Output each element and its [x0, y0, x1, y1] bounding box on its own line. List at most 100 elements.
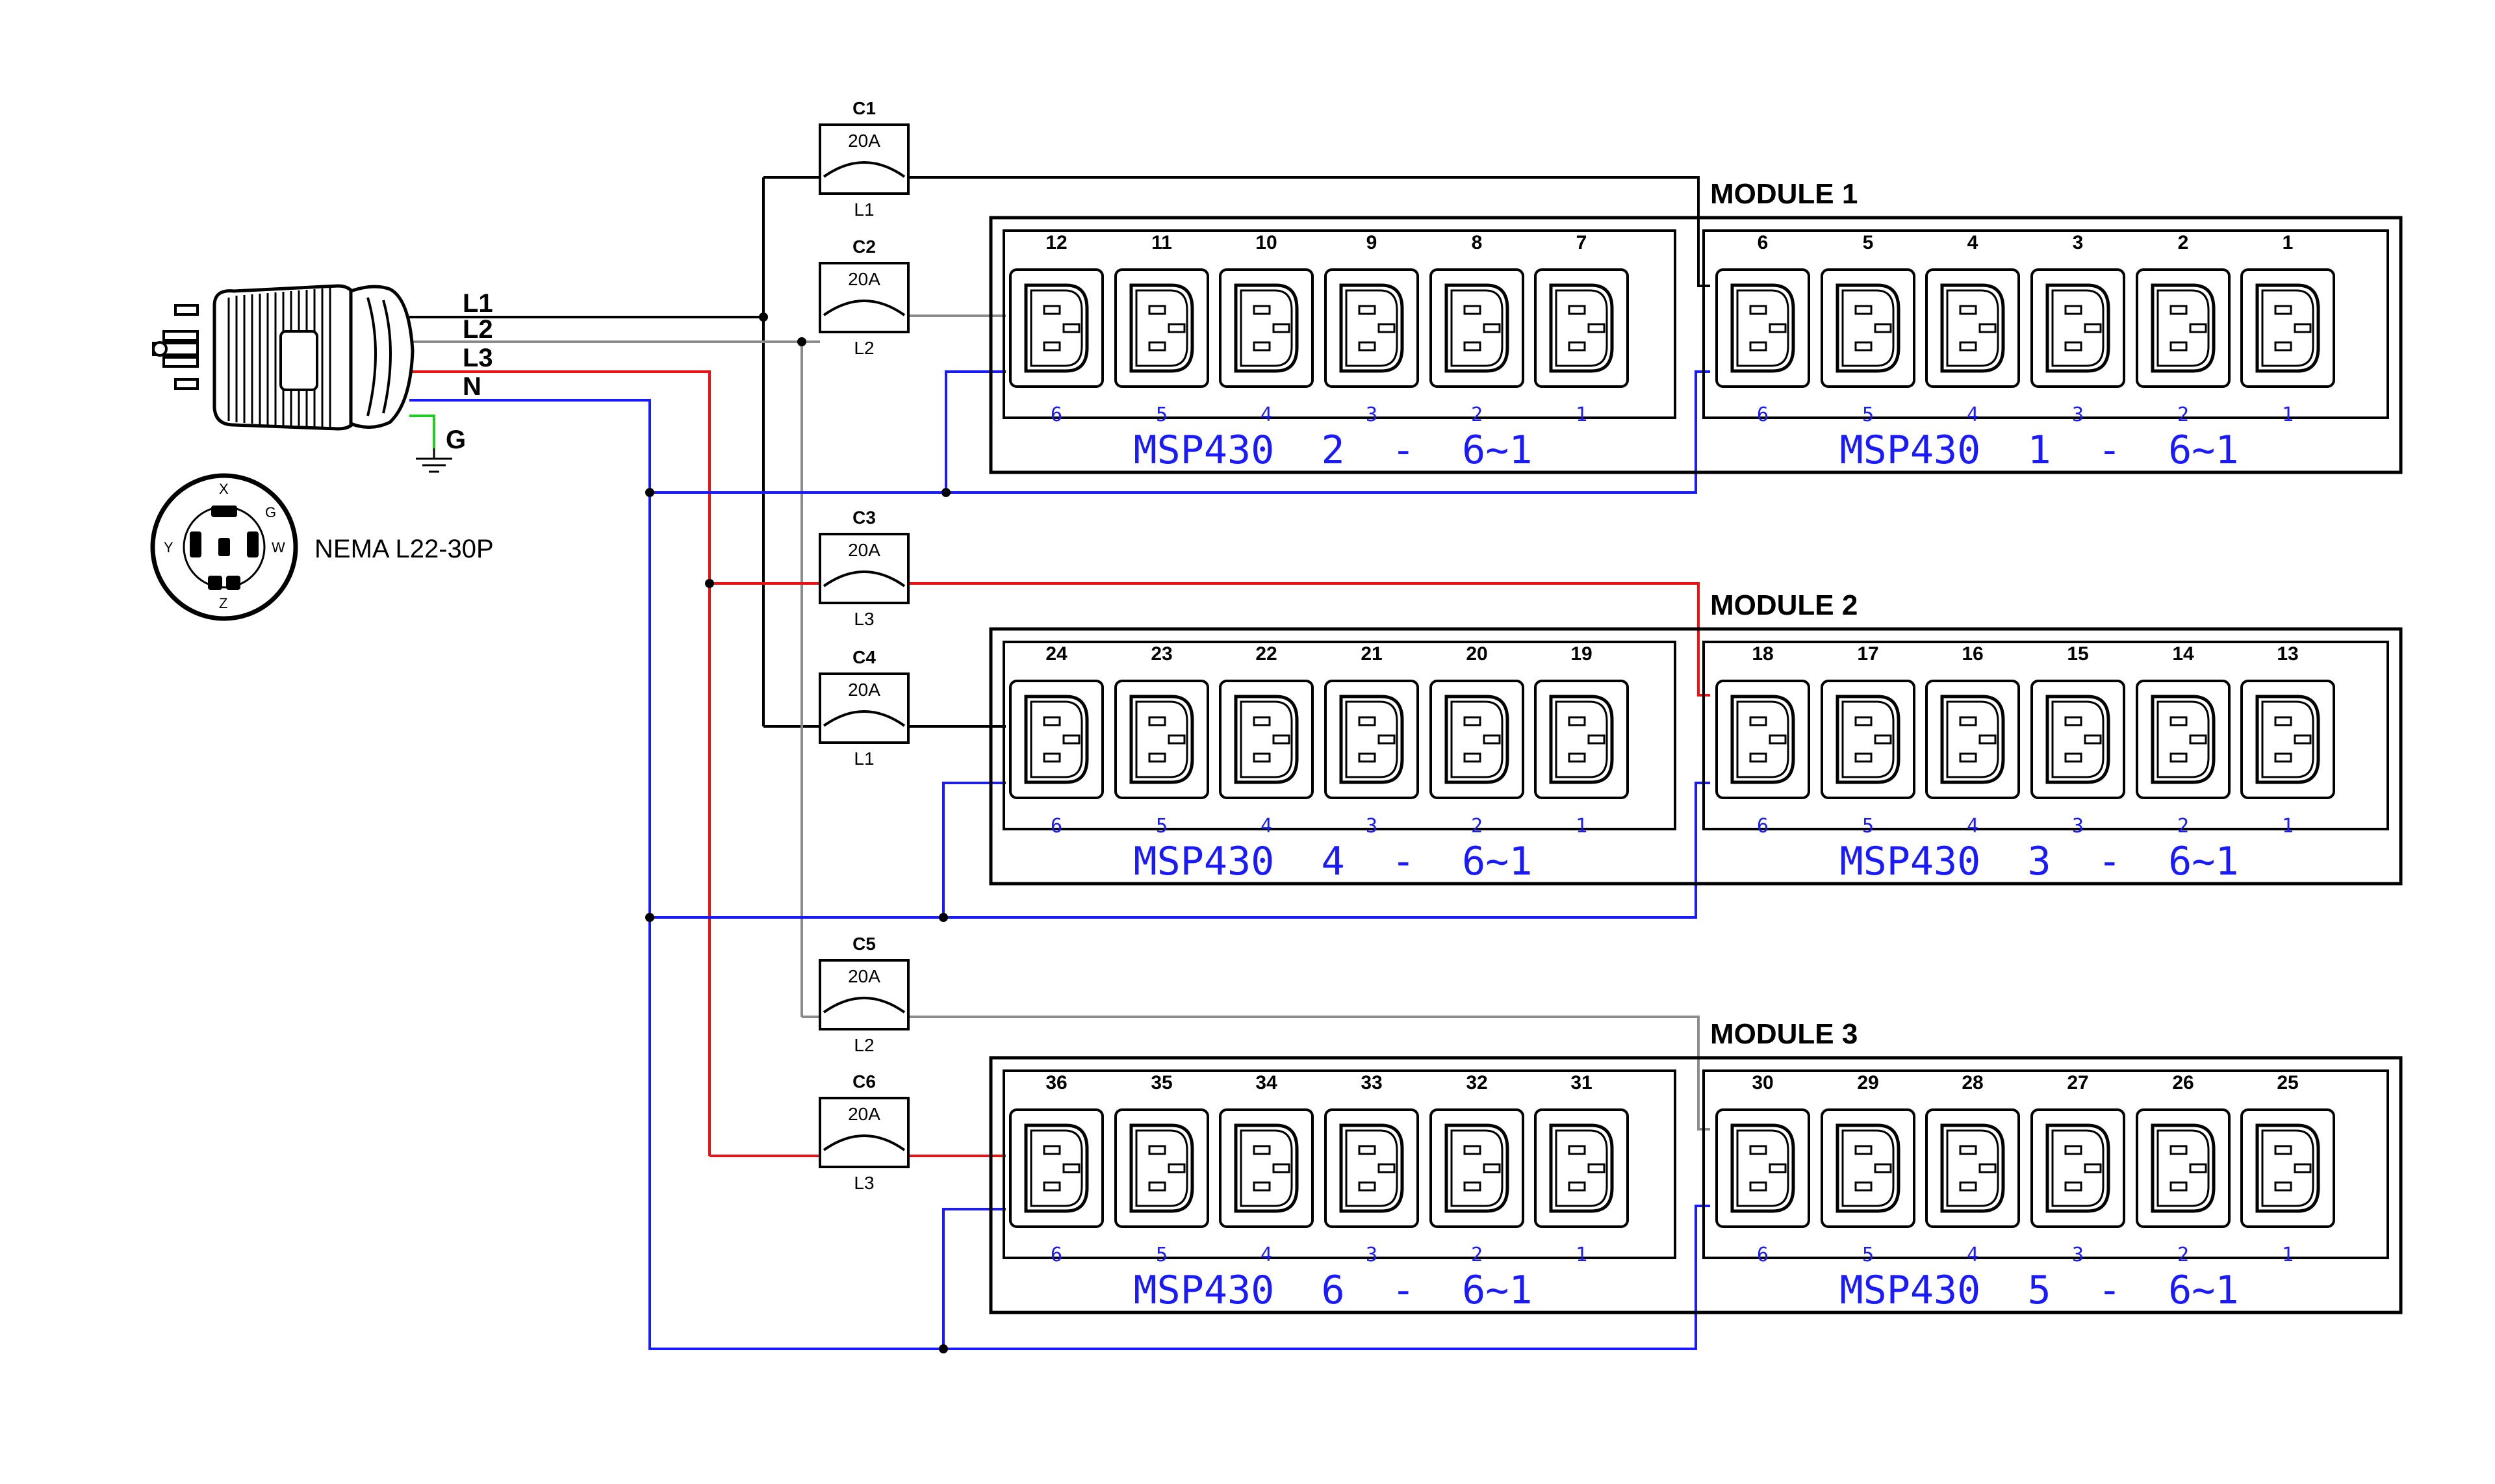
outlet-pin — [1568, 1145, 1586, 1155]
outlet-pin — [1854, 1181, 1873, 1192]
outlet-pin — [2274, 1181, 2292, 1192]
module-frame — [989, 1056, 2403, 1314]
outlet-pin — [1272, 734, 1290, 745]
outlet-pin — [2169, 752, 2188, 763]
junction-dot — [645, 488, 654, 497]
breaker-line: L1 — [854, 199, 874, 220]
outlet-socket-inner — [1345, 289, 1398, 367]
breaker-box — [819, 959, 910, 1030]
c13-outlet-icon — [1009, 1108, 1104, 1228]
outlet-socket-inner — [1030, 289, 1083, 367]
outlet-socket-inner — [1030, 700, 1083, 778]
outlet-socket-inner — [1841, 700, 1895, 778]
outlet-position: 6 — [1051, 403, 1062, 426]
outlet-socket-inner — [1240, 1129, 1293, 1207]
outlet-socket-inner — [1240, 700, 1293, 778]
c13-outlet-icon — [1534, 1108, 1629, 1228]
c13-outlet-icon — [2240, 680, 2335, 799]
outlet-socket-inner — [1450, 700, 1503, 778]
outlet-pin — [1043, 341, 1061, 352]
outlet-pin — [2169, 305, 2188, 315]
c13-outlet-icon — [1429, 268, 1524, 388]
outlet-position: 2 — [2177, 1244, 2189, 1266]
breaker-line: L1 — [854, 748, 874, 769]
plug-line-labels: L1 L2 L3 N G — [446, 289, 493, 454]
outlet-pin — [1043, 305, 1061, 315]
outlet-pin — [2064, 1181, 2082, 1192]
outlet-position: 6 — [1051, 815, 1062, 838]
outlet-pin — [1358, 716, 1376, 726]
outlet-position: 6 — [1757, 815, 1769, 838]
nema-pin-label: X — [219, 481, 229, 497]
outlet-position: 4 — [1260, 1244, 1272, 1266]
outlet-pin — [1463, 305, 1481, 315]
outlet-position: 3 — [1366, 403, 1377, 426]
outlet-pin — [1253, 305, 1271, 315]
outlet-pin — [1749, 341, 1767, 352]
outlet-pin — [1874, 734, 1892, 745]
plug-strain-relief-detail — [366, 297, 392, 416]
breaker-box — [819, 1097, 910, 1168]
outlet-position: 5 — [1862, 1244, 1874, 1266]
outlet-pin — [2084, 734, 2102, 745]
wire-neutral-m1-left — [945, 370, 1006, 493]
outlet-socket — [2045, 1123, 2110, 1213]
c13-outlet-icon — [1219, 268, 1314, 388]
outlet-pin — [1043, 1181, 1061, 1192]
outlet-pin — [1854, 1145, 1873, 1155]
outlet-pin — [2294, 1163, 2312, 1173]
msp430-unit-frame — [1702, 1069, 2389, 1259]
outlet-number: 7 — [1576, 232, 1587, 253]
breaker-rating: 20A — [848, 131, 880, 151]
outlet-socket — [1940, 1123, 2005, 1213]
outlet-socket-inner — [1450, 289, 1503, 367]
outlet-number: 22 — [1255, 643, 1277, 665]
msp430-unit-frame — [1702, 641, 2389, 830]
outlet-pin — [1168, 1163, 1186, 1173]
outlet-number: 34 — [1255, 1072, 1277, 1094]
msp430-unit-label: MSP430 4 - 6~1 — [1133, 839, 1532, 884]
outlet-number: 31 — [1570, 1072, 1592, 1094]
outlet-socket — [1024, 695, 1089, 784]
wire-l3 — [409, 370, 711, 1156]
outlet-socket-inner — [1135, 289, 1188, 367]
outlet-pin — [1358, 341, 1376, 352]
outlet-position: 1 — [1576, 815, 1587, 838]
c13-outlet-icon — [1534, 268, 1629, 388]
breaker-arc-icon — [823, 161, 906, 178]
outlet-pin — [2189, 323, 2207, 333]
outlet-socket-inner — [2261, 1129, 2314, 1207]
outlet-pin — [1168, 734, 1186, 745]
outlet-position: 5 — [1156, 815, 1168, 838]
c13-outlet-icon — [2030, 680, 2125, 799]
outlet-socket — [1836, 283, 1900, 373]
plug-label-window — [279, 330, 318, 391]
outlet-pin — [1253, 1145, 1271, 1155]
outlet-pin — [1959, 341, 1977, 352]
nema-pin-label: Y — [164, 539, 173, 556]
nema-plug-face-icon: X G W Y Z — [150, 473, 298, 621]
msp430-unit-frame — [1003, 641, 1676, 830]
junction-dot — [939, 913, 948, 922]
module-frame — [989, 627, 2403, 886]
module-title: MODULE 2 — [1710, 589, 1858, 621]
outlet-socket-inner — [1240, 289, 1293, 367]
junction-dot — [939, 1344, 948, 1353]
outlet-number: 36 — [1045, 1072, 1067, 1094]
outlet-socket-inner — [2261, 700, 2314, 778]
outlet-socket — [1836, 1123, 1900, 1213]
outlet-socket — [1549, 1123, 1614, 1213]
outlet-pin — [1978, 734, 1997, 745]
plug-line-label: L1 — [463, 289, 493, 318]
outlet-position: 2 — [1471, 815, 1483, 838]
outlet-number: 13 — [2277, 643, 2298, 665]
outlet-pin — [1769, 734, 1787, 745]
wire-neutral-m2-left — [942, 782, 1006, 917]
plug-line-label: L2 — [463, 315, 493, 344]
